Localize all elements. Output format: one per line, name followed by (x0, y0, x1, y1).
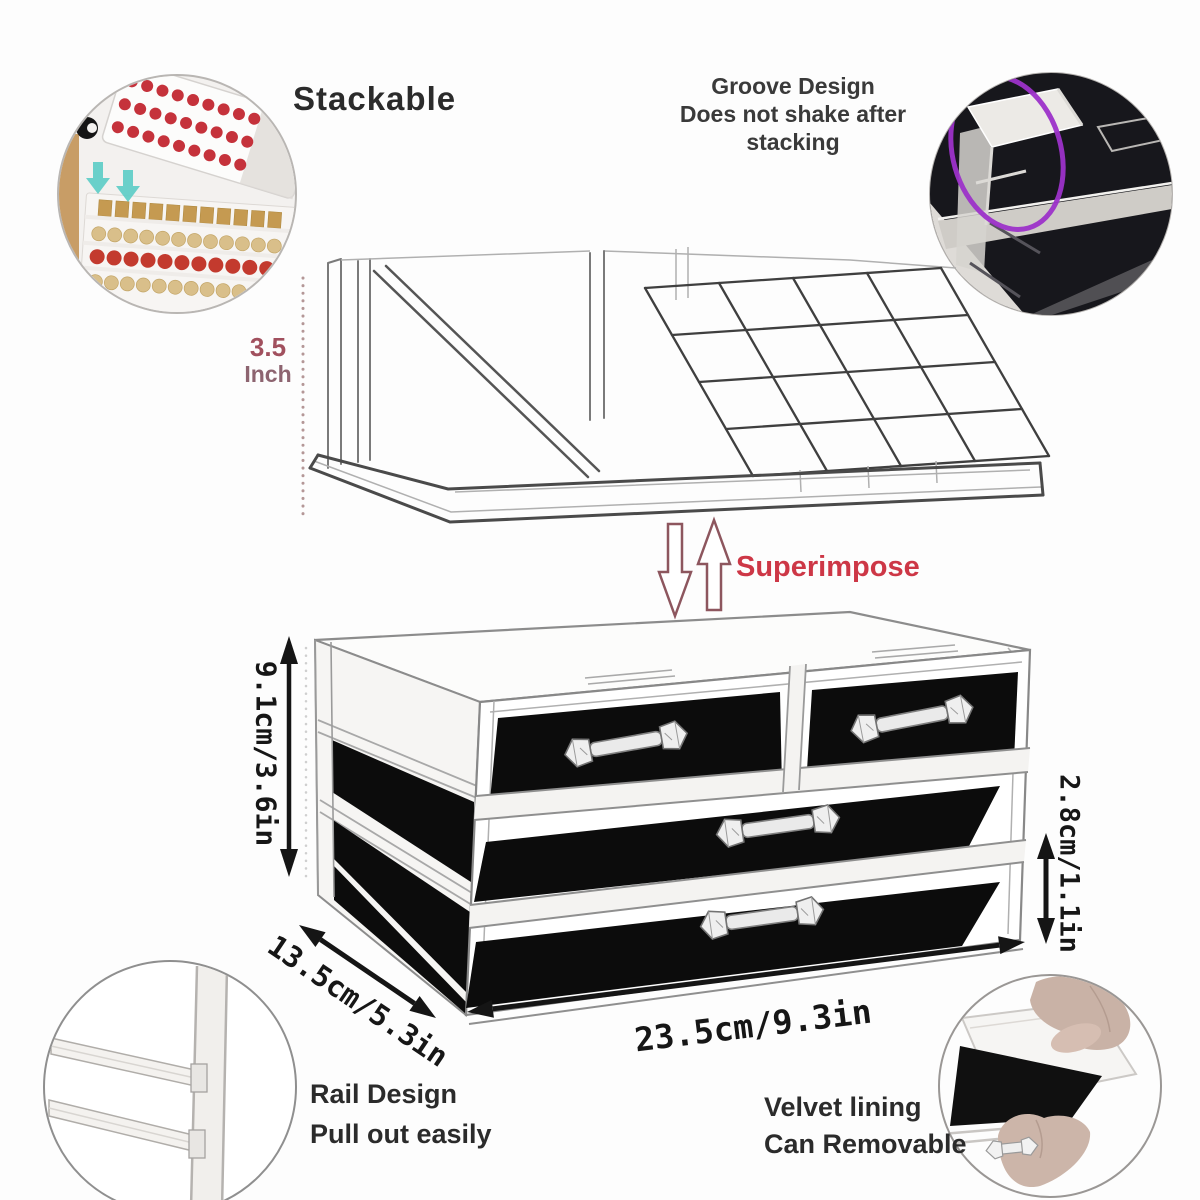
rail-line1: Rail Design (310, 1079, 458, 1109)
down-arrow-icon (657, 522, 693, 620)
velvet-sheet (950, 1046, 1102, 1126)
drawer-unit-drawing (313, 610, 1032, 1025)
rail-design-circle (43, 960, 297, 1200)
crystal-handle-icon (985, 1136, 1039, 1160)
superimpose-arrows (657, 516, 732, 620)
hand-bottom (998, 1114, 1091, 1188)
superimpose-label: Superimpose (736, 551, 920, 583)
velvet-lining-circle (938, 974, 1162, 1198)
background-strip (59, 134, 79, 264)
side-rails (317, 719, 478, 906)
purple-highlight-ellipse (948, 74, 1066, 232)
acrylic-rim-band (938, 185, 1172, 249)
drawer-height-dimension-arrow (1037, 833, 1055, 944)
stack-down-arrow-icon (116, 170, 140, 202)
stackable-photo-art (59, 76, 295, 312)
tray-height-label: 3.5 Inch (236, 334, 300, 388)
groove-line2: Does not shake after stacking (679, 101, 907, 155)
depth-dimension-arrow (299, 925, 436, 1018)
width-dimension-arrow (467, 936, 1025, 1018)
groove-slot-outline (1096, 115, 1170, 153)
groove-photo-circle (929, 72, 1173, 316)
up-arrow-icon (696, 516, 732, 612)
tray-height-value: 3.5 (249, 332, 287, 362)
top-groove-slots (584, 644, 959, 685)
height-dimension-arrow (280, 636, 298, 877)
velvet-line1: Velvet lining (764, 1092, 922, 1122)
hand-top (1030, 976, 1131, 1051)
top-tray-drawing (308, 247, 1051, 524)
velvet-lining-art (941, 976, 1138, 1188)
top-drawer-divider (782, 663, 807, 793)
feature-groove-label: Groove Design Does not shake after stack… (648, 72, 938, 156)
drawer-unit-height-dimension: 9.1cm/3.6in (249, 660, 283, 847)
feature-stackable-label: Stackable (293, 80, 457, 117)
tray-height-unit: Inch (244, 361, 292, 387)
tilted-lipstick-tray (101, 76, 295, 200)
rail-bracket (190, 1063, 208, 1093)
velvet-drawer-bottom (466, 882, 1000, 1008)
stack-down-arrow-icon (86, 162, 110, 194)
rail-line2: Pull out easily (310, 1119, 492, 1149)
single-drawer-height-dimension: 2.8cm/1.1in (1053, 774, 1085, 953)
rail-design-art (48, 965, 229, 1200)
acrylic-edge-strip (956, 125, 992, 273)
feature-rail-label: Rail Design Pull out easily (310, 1079, 492, 1150)
feature-velvet-label: Velvet lining Can Removable (764, 1092, 967, 1160)
lipstick-drawer-stack (78, 192, 295, 312)
stackable-photo-circle (57, 74, 297, 314)
rail-bracket (188, 1129, 206, 1159)
groove-photo-art (930, 74, 1172, 315)
groove-line1: Groove Design (711, 73, 875, 99)
velvet-line2: Can Removable (764, 1129, 967, 1159)
